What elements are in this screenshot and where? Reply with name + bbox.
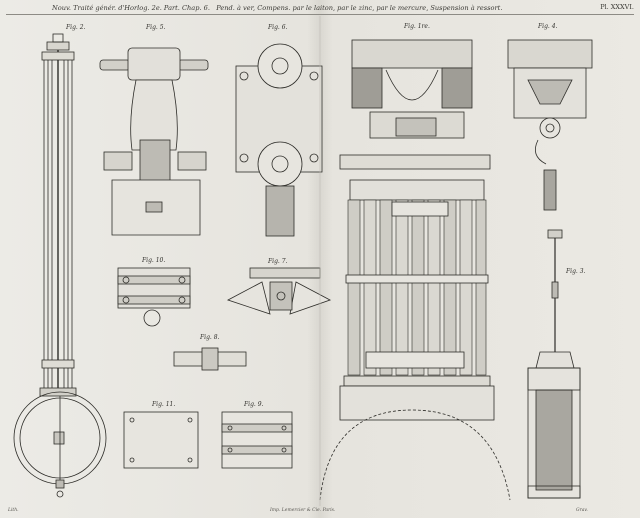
fig1-label: Fig. 1re. — [404, 23, 430, 30]
plate-title: Nouv. Traité génér. d'Horlog. 2e. Part. … — [52, 4, 210, 12]
fig3-mercury-drawing — [527, 229, 581, 499]
fig9-strips-drawing — [221, 411, 293, 469]
fig8-label: Fig. 8. — [200, 334, 220, 341]
fig5-label: Fig. 5. — [146, 24, 166, 31]
fig11-label: Fig. 11. — [152, 401, 176, 408]
footer-printer: Imp. Lemercier & Cie. Paris. — [270, 508, 336, 513]
fig6-label: Fig. 6. — [268, 24, 288, 31]
fig10-label: Fig. 10. — [142, 257, 166, 264]
fig3-label: Fig. 3. — [566, 268, 586, 275]
fig8-bar-drawing — [173, 347, 247, 371]
fig5-clamp-drawing — [99, 47, 209, 236]
fig9-label: Fig. 9. — [244, 401, 264, 408]
fig4-suspension-drawing — [507, 39, 593, 211]
fig11-plate-drawing — [123, 411, 199, 469]
fig2-pendulum-drawing — [13, 33, 107, 498]
plate-subtitle: Pend. à ver, Compens. par le laiton, par… — [216, 4, 503, 12]
fig2-label: Fig. 2. — [66, 24, 86, 31]
plate-header: Nouv. Traité génér. d'Horlog. 2e. Part. … — [52, 4, 612, 16]
fig4-label: Fig. 4. — [538, 23, 558, 30]
fig7-label: Fig. 7. — [268, 258, 288, 265]
header-rule — [6, 14, 634, 15]
footer-left: Lith. — [8, 508, 19, 513]
plate-number: Pl. XXXVI. — [600, 3, 634, 11]
footer-right: Grav. — [576, 508, 588, 513]
fig10-bracket-drawing — [117, 267, 191, 327]
fig6-plate-drawing — [235, 43, 323, 237]
fig1-gridiron-drawing — [319, 39, 511, 501]
fig7-fan-drawing — [226, 267, 331, 315]
